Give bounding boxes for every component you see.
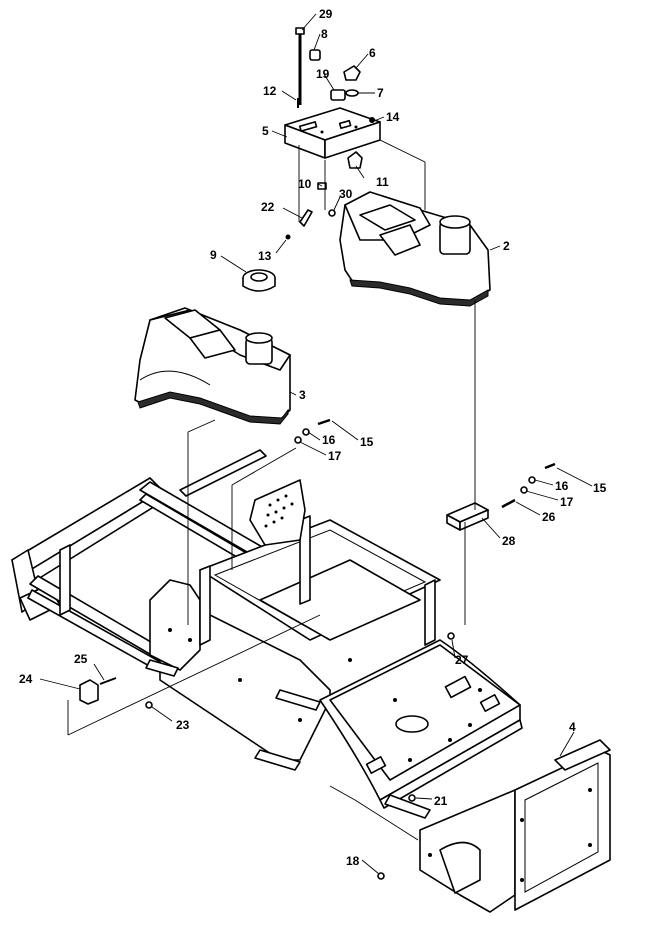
callout-8: 8 bbox=[321, 27, 328, 41]
callout-16-right: 16 bbox=[555, 479, 569, 493]
callout-16-left: 16 bbox=[322, 433, 336, 447]
callout-25: 25 bbox=[74, 652, 88, 666]
callout-9: 9 bbox=[210, 248, 217, 262]
callout-27: 27 bbox=[455, 653, 469, 667]
callout-14: 14 bbox=[386, 110, 400, 124]
fuel-cap bbox=[242, 269, 276, 292]
callout-labels: 29 8 6 19 7 12 14 5 11 10 30 22 13 9 2 3… bbox=[19, 7, 607, 868]
leader-lines bbox=[39, 13, 593, 875]
callout-12: 12 bbox=[263, 84, 277, 98]
callout-11: 11 bbox=[376, 175, 389, 189]
callout-19: 19 bbox=[316, 67, 330, 81]
callout-26: 26 bbox=[542, 510, 556, 524]
callout-17-left: 17 bbox=[328, 449, 342, 463]
callout-2: 2 bbox=[503, 239, 510, 253]
callout-6: 6 bbox=[369, 46, 376, 60]
callout-24: 24 bbox=[19, 672, 33, 686]
right-fuel-tank bbox=[339, 191, 491, 307]
chassis-frame bbox=[11, 449, 523, 819]
rear-bracket bbox=[419, 739, 611, 913]
callout-5: 5 bbox=[262, 124, 269, 138]
callout-4: 4 bbox=[569, 720, 576, 734]
callout-13: 13 bbox=[258, 249, 272, 263]
callout-22: 22 bbox=[261, 200, 275, 214]
control-panel bbox=[284, 107, 381, 159]
callout-3: 3 bbox=[299, 388, 306, 402]
callout-15-right: 15 bbox=[593, 481, 607, 495]
callout-23: 23 bbox=[176, 718, 190, 732]
callout-10: 10 bbox=[298, 177, 312, 191]
left-fuel-tank bbox=[134, 307, 291, 425]
callout-30: 30 bbox=[339, 187, 353, 201]
callout-7: 7 bbox=[377, 86, 384, 100]
callout-17-right: 17 bbox=[560, 495, 574, 509]
callout-21: 21 bbox=[434, 794, 448, 808]
hardware bbox=[79, 27, 556, 880]
callout-29: 29 bbox=[319, 7, 333, 21]
callout-18: 18 bbox=[346, 854, 360, 868]
callout-15-left: 15 bbox=[360, 435, 374, 449]
callout-28: 28 bbox=[502, 534, 516, 548]
